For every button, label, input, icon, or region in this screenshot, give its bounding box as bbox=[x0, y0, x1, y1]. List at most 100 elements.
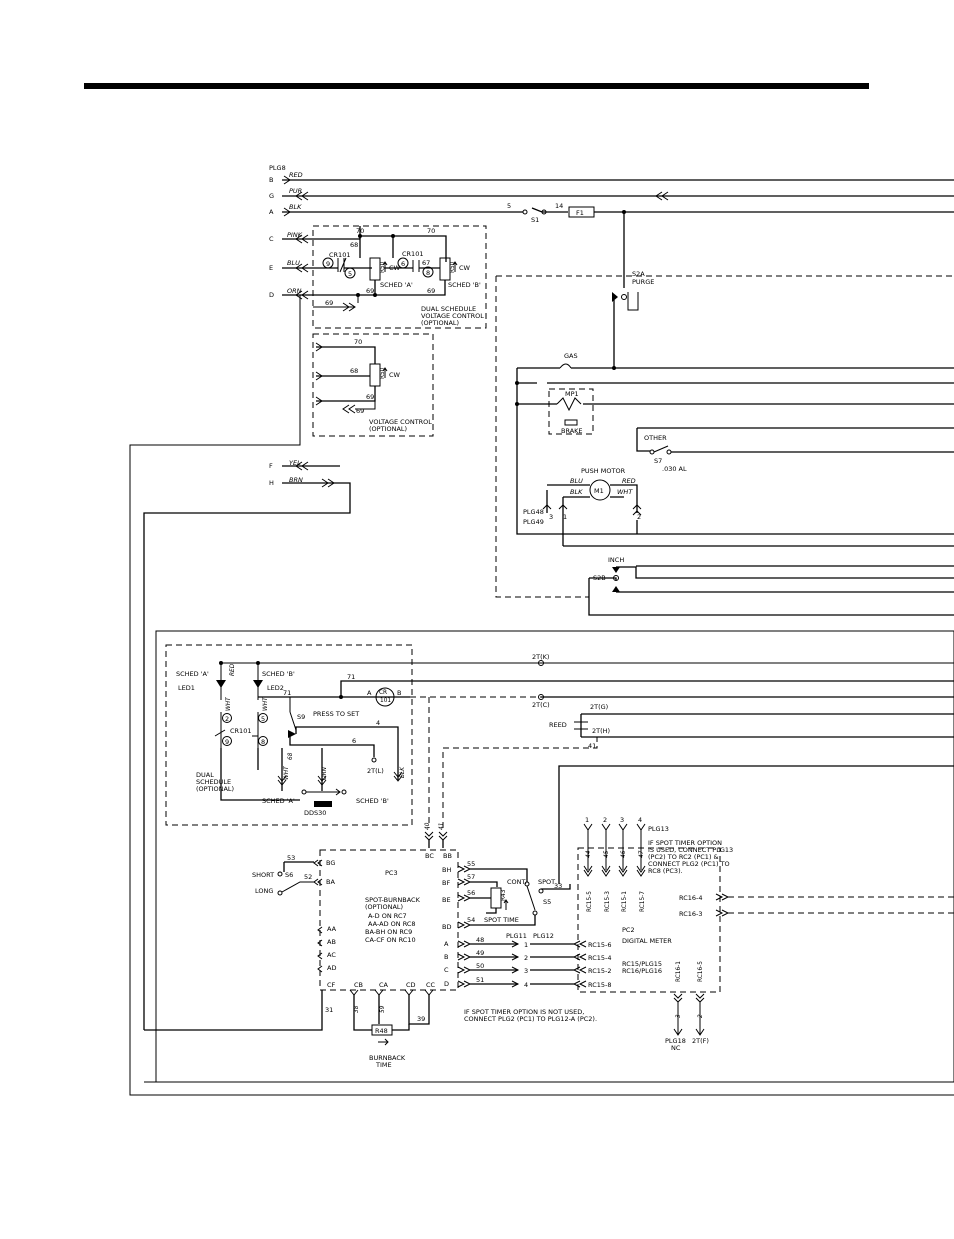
svg-text:5: 5 bbox=[348, 270, 352, 278]
svg-text:67: 67 bbox=[422, 259, 430, 267]
svg-text:4: 4 bbox=[638, 816, 642, 824]
svg-text:2: 2 bbox=[524, 954, 528, 962]
svg-text:4: 4 bbox=[524, 981, 528, 989]
pin-label: H bbox=[269, 479, 274, 487]
svg-text:BE: BE bbox=[442, 896, 451, 904]
main-wires bbox=[129, 179, 954, 1096]
svg-text:57: 57 bbox=[467, 873, 475, 881]
dual-schedule-voltage-control: 70 70 68 CR101 CR101 9 5 6 8 67 R50 R50 … bbox=[312, 225, 487, 329]
svg-text:(OPTIONAL): (OPTIONAL) bbox=[369, 425, 407, 433]
pin-label: C bbox=[269, 235, 274, 243]
svg-text:69: 69 bbox=[356, 407, 364, 415]
svg-text:56: 56 bbox=[467, 889, 475, 897]
svg-text:R43: R43 bbox=[501, 889, 507, 901]
svg-text:69: 69 bbox=[325, 299, 333, 307]
f1-fuse: F1 14 bbox=[555, 202, 595, 218]
svg-text:1: 1 bbox=[585, 816, 589, 824]
svg-text:2: 2 bbox=[698, 1014, 704, 1018]
svg-text:S7: S7 bbox=[654, 457, 662, 465]
spot-timer: 55 CONT. 57 R43 56 SPOT TIME SPOT S5 54 … bbox=[457, 860, 571, 929]
svg-text:59: 59 bbox=[380, 1005, 386, 1013]
svg-text:CD: CD bbox=[406, 981, 416, 989]
svg-text:BURNBACK: BURNBACK bbox=[369, 1054, 406, 1062]
svg-text:PC2: PC2 bbox=[622, 926, 635, 934]
svg-text:PRESS TO SET: PRESS TO SET bbox=[313, 710, 359, 718]
pin-label: A bbox=[269, 208, 274, 216]
svg-text:41: 41 bbox=[588, 742, 596, 750]
svg-text:C: C bbox=[444, 966, 449, 974]
wire-color-label: BRN bbox=[289, 476, 303, 484]
svg-text:2T(K): 2T(K) bbox=[532, 653, 549, 661]
svg-text:RC15-1: RC15-1 bbox=[622, 891, 628, 912]
svg-text:BC: BC bbox=[425, 852, 434, 860]
svg-text:CW: CW bbox=[459, 264, 471, 272]
svg-text:14: 14 bbox=[555, 202, 563, 210]
svg-text:71: 71 bbox=[347, 673, 355, 681]
svg-text:BF: BF bbox=[442, 879, 450, 887]
svg-text:68: 68 bbox=[288, 752, 294, 760]
svg-text:WHT: WHT bbox=[226, 697, 232, 711]
svg-text:BG: BG bbox=[326, 859, 335, 867]
svg-text:CR101: CR101 bbox=[230, 727, 251, 735]
svg-text:33: 33 bbox=[554, 882, 562, 890]
svg-text:54: 54 bbox=[467, 916, 475, 924]
svg-text:IF SPOT TIMER OPTION: IF SPOT TIMER OPTION bbox=[648, 839, 722, 847]
svg-text:5: 5 bbox=[261, 715, 265, 723]
header-rule bbox=[84, 83, 869, 89]
svg-text:BRAKE: BRAKE bbox=[561, 427, 583, 435]
wire-color-label: YEL bbox=[289, 459, 301, 467]
pin-label: B bbox=[269, 176, 273, 184]
svg-text:3: 3 bbox=[676, 1014, 682, 1018]
svg-text:6: 6 bbox=[401, 260, 405, 268]
svg-text:8: 8 bbox=[261, 738, 265, 746]
svg-text:CB: CB bbox=[354, 981, 363, 989]
svg-text:CONNECT PLG2 (PC1) TO PLG12-A: CONNECT PLG2 (PC1) TO PLG12-A (PC2). bbox=[464, 1015, 597, 1023]
svg-text:RC15/PLG15: RC15/PLG15 bbox=[622, 960, 662, 968]
svg-text:46: 46 bbox=[621, 850, 627, 858]
svg-text:SCHED 'A': SCHED 'A' bbox=[176, 670, 209, 678]
svg-text:.030 AL: .030 AL bbox=[662, 465, 687, 473]
svg-text:2: 2 bbox=[603, 816, 607, 824]
svg-text:9: 9 bbox=[225, 738, 229, 746]
svg-text:SCHEDULE: SCHEDULE bbox=[196, 778, 231, 786]
svg-text:2T(H): 2T(H) bbox=[592, 727, 610, 735]
svg-text:S5: S5 bbox=[543, 898, 551, 906]
svg-text:AA-AD ON RC8: AA-AD ON RC8 bbox=[368, 920, 416, 928]
svg-text:SPOT TIME: SPOT TIME bbox=[484, 916, 519, 924]
svg-text:VOLTAGE CONTROL: VOLTAGE CONTROL bbox=[421, 312, 484, 320]
svg-text:RC15-2: RC15-2 bbox=[588, 967, 611, 975]
svg-text:BLK: BLK bbox=[400, 766, 406, 778]
svg-text:B: B bbox=[444, 953, 448, 961]
svg-text:44: 44 bbox=[586, 850, 592, 858]
svg-text:48: 48 bbox=[476, 936, 484, 944]
svg-text:OTHER: OTHER bbox=[644, 434, 667, 442]
svg-text:2: 2 bbox=[637, 513, 641, 521]
svg-text:41: 41 bbox=[439, 823, 445, 830]
svg-text:9: 9 bbox=[326, 260, 330, 268]
svg-text:70: 70 bbox=[427, 227, 435, 235]
s2a-purge: S2A PURGE bbox=[612, 210, 654, 368]
svg-text:50: 50 bbox=[476, 962, 484, 970]
svg-text:PURGE: PURGE bbox=[632, 278, 654, 286]
svg-text:69: 69 bbox=[366, 393, 374, 401]
svg-text:GAS: GAS bbox=[564, 352, 578, 360]
svg-text:CR101: CR101 bbox=[402, 250, 423, 258]
svg-text:S1: S1 bbox=[531, 216, 539, 224]
svg-text:A: A bbox=[367, 689, 372, 697]
wire-color-label: ORN bbox=[287, 287, 302, 295]
svg-text:RED: RED bbox=[622, 477, 636, 485]
pc3-board: PC3 SPOT-BURNBACK (OPTIONAL) A-D ON RC7 … bbox=[313, 822, 459, 991]
svg-text:WHT: WHT bbox=[617, 488, 633, 496]
svg-text:IS USED, CONNECT PLG13: IS USED, CONNECT PLG13 bbox=[648, 846, 733, 854]
svg-text:AB: AB bbox=[327, 938, 336, 946]
svg-text:SCHED 'B': SCHED 'B' bbox=[262, 670, 295, 678]
svg-text:RC15-5: RC15-5 bbox=[587, 891, 593, 912]
svg-text:3: 3 bbox=[620, 816, 624, 824]
svg-text:(OPTIONAL): (OPTIONAL) bbox=[421, 319, 459, 327]
purge-enclosure bbox=[495, 275, 954, 598]
svg-text:RC16-3: RC16-3 bbox=[679, 910, 702, 918]
svg-text:SCHED 'A': SCHED 'A' bbox=[380, 281, 413, 289]
svg-text:53: 53 bbox=[287, 854, 295, 862]
